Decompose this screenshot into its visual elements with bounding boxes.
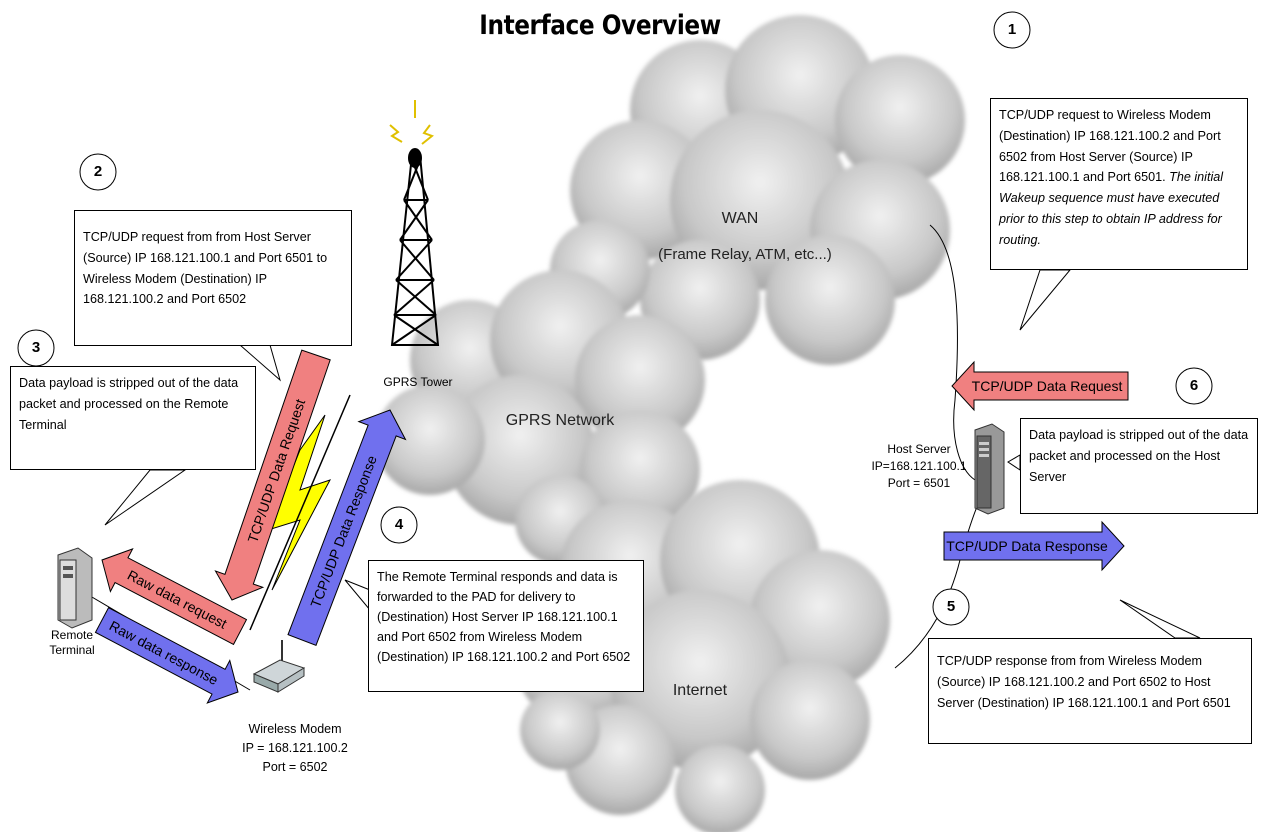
wireless-modem-icon <box>252 640 306 693</box>
callout-step-1: TCP/UDP request to Wireless Modem (Desti… <box>990 98 1248 270</box>
callout-step-1-text: TCP/UDP request to Wireless Modem (Desti… <box>999 108 1221 185</box>
data-request-arrow-host: TCP/UDP Data Request <box>951 360 1129 412</box>
remote-terminal-icon <box>57 547 93 629</box>
data-request-arrow-host-shape <box>951 360 1129 412</box>
callout-4-pointer <box>344 579 371 612</box>
wireless-modem-label: Wireless Modem IP = 168.121.100.2 Port =… <box>225 720 365 777</box>
callout-step-5: TCP/UDP response from from Wireless Mode… <box>928 638 1252 744</box>
radio-link-line <box>249 394 351 631</box>
remote-terminal-label-line1: Remote <box>50 628 94 642</box>
step-1-circle <box>993 11 1031 49</box>
callout-step-2: TCP/UDP request from from Host Server (S… <box>74 210 352 346</box>
callout-step-1-note: The initial Wakeup sequence must have ex… <box>999 170 1224 247</box>
internet-link-line <box>894 494 983 669</box>
step-5-number: 5 <box>946 598 956 615</box>
signal-bolt-icon <box>389 100 434 145</box>
callout-step-6: Data payload is stripped out of the data… <box>1020 418 1258 514</box>
data-response-arrow-host-label: TCP/UDP Data Response <box>946 538 1108 554</box>
host-server-label-ip: IP=168.121.100.1 <box>871 459 967 473</box>
wireless-modem-label-ip: IP = 168.121.100.2 <box>242 741 348 755</box>
gprs-cloud <box>375 270 705 565</box>
wireless-modem-label-port: Port = 6502 <box>262 760 328 774</box>
host-server-label-name: Host Server <box>887 442 951 456</box>
callout-3-pointer <box>104 469 187 526</box>
step-3-number: 3 <box>31 339 41 356</box>
data-request-arrow-host-label: TCP/UDP Data Request <box>972 378 1123 394</box>
gprs-tower-label: GPRS Tower <box>383 375 453 389</box>
step-2-circle <box>79 153 117 191</box>
step-5-circle <box>932 588 970 626</box>
remote-terminal-label-line2: Terminal <box>49 643 95 657</box>
step-6-number: 6 <box>1189 377 1199 394</box>
wireless-modem-label-name: Wireless Modem <box>248 722 342 736</box>
step-4-circle <box>380 506 418 544</box>
raw-response-arrow-shape <box>94 606 239 704</box>
gprs-tower-icon <box>390 148 440 346</box>
raw-request-arrow-shape <box>101 547 248 646</box>
raw-request-arrow-label: Raw data request <box>125 567 230 632</box>
step-6-circle <box>1175 367 1213 405</box>
data-response-arrow-gprs-shape <box>287 409 407 647</box>
host-server-icon <box>974 423 1005 515</box>
callout-step-4: The Remote Terminal responds and data is… <box>368 560 644 692</box>
wan-label: WAN <box>721 210 759 227</box>
step-2-number: 2 <box>93 163 103 180</box>
host-server-label-port: Port = 6501 <box>887 476 951 490</box>
step-1-number: 1 <box>1007 21 1017 38</box>
step-4-number: 4 <box>394 516 404 533</box>
callout-step-3: Data payload is stripped out of the data… <box>10 366 256 470</box>
data-response-arrow-host: TCP/UDP Data Response <box>943 520 1125 572</box>
page-title: Interface Overview <box>479 10 721 41</box>
callout-6-pointer <box>1007 454 1021 471</box>
callout-5-pointer <box>1119 599 1201 639</box>
internet-label: Internet <box>672 682 728 699</box>
remote-terminal-label: Remote Terminal <box>42 628 102 658</box>
data-response-arrow-host-shape <box>943 520 1125 572</box>
callout-1-pointer <box>1019 269 1072 331</box>
host-server-label: Host Server IP=168.121.100.1 Port = 6501 <box>864 441 974 492</box>
gprs-network-label: GPRS Network <box>505 412 615 429</box>
wan-sublabel: (Frame Relay, ATM, etc...) <box>658 246 832 263</box>
data-request-arrow-gprs-shape <box>214 349 331 601</box>
internet-cloud <box>515 480 890 832</box>
